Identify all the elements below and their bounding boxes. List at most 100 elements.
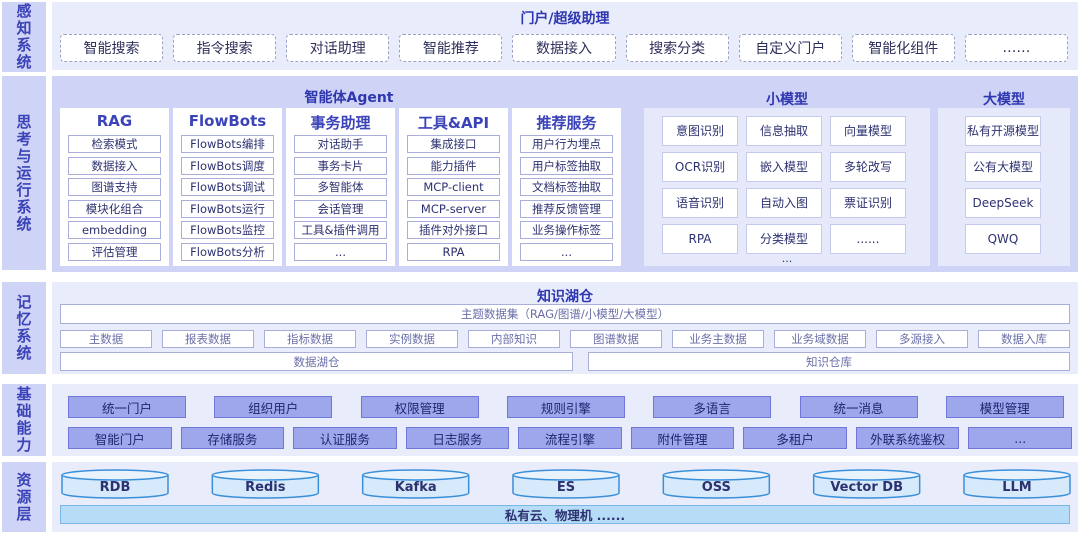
layer-label-resource: 资源层 [2,462,46,532]
large-model-item: DeepSeek [965,188,1041,218]
portal-item: 智能推荐 [399,34,503,62]
resource-label: OSS [702,480,731,495]
small-model-item: 嵌入模型 [746,152,822,182]
small-model-item: OCR识别 [662,152,738,182]
portal-item: 对话助理 [286,34,390,62]
agent-column-title: 事务助理 [310,114,371,132]
portal-item: 自定义门户 [738,34,842,62]
agent-item: 工具&插件调用 [294,221,387,240]
knowledge-topic: 主题数据集（RAG/图谱/小模型/大模型） [60,304,1070,324]
agent-item: RPA [407,243,500,261]
small-model-item: 信息抽取 [746,116,822,146]
agent-column-title: FlowBots [188,112,267,130]
small-model-item: 自动入图 [746,188,822,218]
agent-column-title: RAG [96,112,133,130]
agent-item: FlowBots调度 [181,156,274,175]
portal-title: 门户/超级助理 [520,11,610,27]
basic-item: 多租户 [743,427,847,449]
basic-item: 存储服务 [180,427,285,449]
basic-item: 多语言 [653,396,772,418]
knowledge-item: 报表数据 [162,330,254,348]
agent-item: FlowBots监控 [181,221,274,240]
small-model-item: 分类模型 [746,224,822,254]
agent-item: 评估管理 [68,243,161,261]
basic-item: 模型管理 [945,396,1064,418]
basic-item: 统一消息 [799,396,918,418]
basic-item: ... [968,427,1072,449]
agent-item: 多智能体 [294,178,387,197]
portal-item: 搜索分类 [625,34,729,62]
knowledge-item: 指标数据 [264,330,356,348]
agent-item: 业务操作标签 [520,221,613,240]
agent-item: 能力插件 [407,156,500,175]
agent-title: 智能体Agent [304,90,394,106]
agent-item: 事务卡片 [294,156,387,175]
knowledge-title: 知识湖仓 [537,289,593,305]
resource-label: ES [557,480,575,495]
agent-item: 图谱支持 [68,178,161,197]
infrastructure-bar: 私有云、物理机 ...... [60,505,1070,524]
basic-item: 认证服务 [293,427,397,449]
resource-label: LLM [1002,480,1032,495]
portal-item: 智能化组件 [851,34,955,62]
basic-item: 外联系统鉴权 [855,427,960,449]
agent-item: 对话助手 [294,135,387,153]
agent-item: ... [294,243,387,261]
agent-column-title: 推荐服务 [536,114,597,132]
resource-cylinder: Redis [211,469,320,499]
resource-label: Redis [245,480,286,495]
small-model-item: 语音识别 [662,188,738,218]
portal-item: 数据接入 [512,34,616,62]
large-model-item: 公有大模型 [965,152,1041,182]
knowledge-item: 数据入库 [978,330,1070,348]
large-model-item: 私有开源模型 [965,116,1041,146]
basic-item: 日志服务 [405,427,510,449]
large-model-item: QWQ [965,224,1041,254]
resource-label: Kafka [395,480,437,495]
resource-cylinder: ES [512,469,620,499]
agent-item: 文档标签抽取 [520,178,613,197]
agent-item: 插件对外接口 [407,221,500,240]
knowledge-item: 图谱数据 [570,330,662,348]
basic-item: 智能门户 [68,427,172,449]
agent-item: 数据接入 [68,156,161,175]
small-model-more: ... [781,252,793,265]
agent-item: FlowBots调试 [181,178,274,197]
agent-item: MCP-client [407,178,500,197]
small-model-item: 向量模型 [830,116,906,146]
resource-cylinder: LLM [963,469,1071,499]
resource-label: RDB [100,480,131,495]
layer-label-memory: 记忆系统 [2,282,46,374]
small-model-item: 多轮改写 [830,152,906,182]
agent-item: 用户标签抽取 [520,156,613,175]
knowledge-item: 实例数据 [366,330,458,348]
basic-item: 规则引擎 [506,396,625,418]
basic-item: 附件管理 [630,427,735,449]
small-model-item: ...... [830,224,906,254]
agent-item: FlowBots运行 [181,199,274,218]
agent-item: 检索模式 [68,135,161,153]
agent-item: 会话管理 [294,199,387,218]
portal-item: …… [964,34,1068,62]
resource-cylinder: OSS [662,469,771,499]
small-model-item: 意图识别 [662,116,738,146]
knowledge-lake: 数据湖仓 [60,352,573,371]
knowledge-warehouse: 知识仓库 [588,352,1070,371]
agent-item: 集成接口 [407,135,500,153]
knowledge-item: 内部知识 [468,330,560,348]
small-model-item: 票证识别 [830,188,906,218]
agent-item: 用户行为埋点 [520,135,613,153]
small-model-item: RPA [662,224,738,254]
large-model-title: 大模型 [983,92,1025,108]
agent-item: ... [520,243,613,261]
basic-item: 组织用户 [214,396,333,418]
layer-label-thinking: 思考与运行系统 [2,76,46,270]
portal-item: 指令搜索 [173,34,277,62]
agent-item: 推荐反馈管理 [520,199,613,218]
basic-item: 权限管理 [360,396,479,418]
agent-item: FlowBots编排 [181,135,274,153]
knowledge-item: 业务主数据 [672,330,764,348]
resource-cylinder: Kafka [361,469,470,499]
knowledge-item: 多源接入 [876,330,968,348]
